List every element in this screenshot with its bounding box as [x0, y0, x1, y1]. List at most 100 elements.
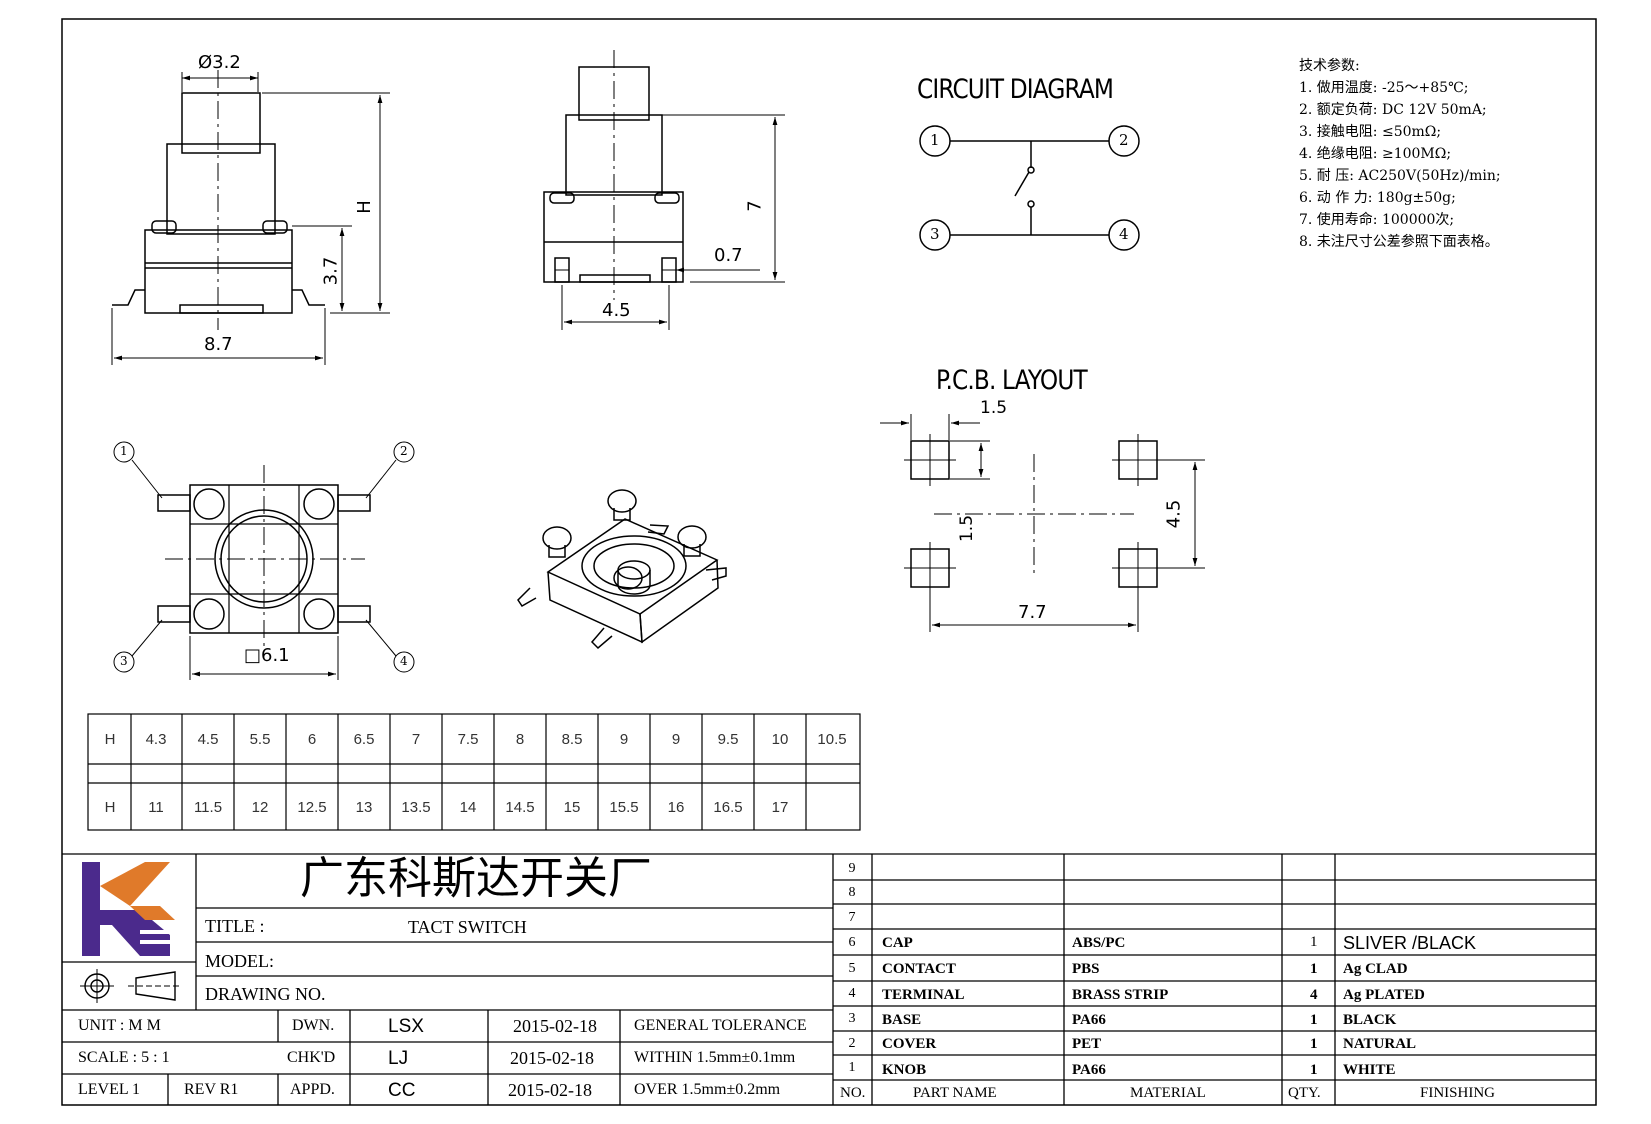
title-value: TACT SWITCH — [408, 917, 527, 937]
pcb-dim-1-5-side: 1.5 — [957, 514, 978, 543]
dim-0-7-label: 0.7 — [714, 245, 743, 266]
table-cell: 13.5 — [401, 799, 431, 816]
spec-item: 2. 额定负荷: DC 12V 50mA; — [1299, 102, 1487, 118]
bom-header-finishing: FINISHING — [1420, 1085, 1495, 1101]
table-cell: 7 — [411, 731, 421, 748]
chk-name: LJ — [388, 1048, 409, 1069]
bom-qty: 1 — [1310, 1036, 1318, 1052]
table-cell: 7.5 — [457, 731, 479, 748]
circuit-pin-4: 4 — [1119, 225, 1129, 243]
tolerance-title: GENERAL TOLERANCE — [634, 1017, 807, 1034]
circuit-pin-1: 1 — [930, 131, 940, 149]
unit-field: UNIT : M M — [78, 1017, 161, 1034]
dim-7-label: 7 — [744, 200, 766, 212]
spec-item: 8. 未注尺寸公差参照下面表格。 — [1299, 234, 1499, 250]
table-cell: 11 — [148, 799, 164, 816]
table-cell: 9 — [619, 731, 629, 748]
table-cell: 9.5 — [717, 731, 739, 748]
dim-4-5-label: 4.5 — [602, 300, 631, 321]
bom-header-part: PART NAME — [913, 1085, 997, 1101]
spec-item: 6. 动 作 力: 180g±50g; — [1299, 190, 1456, 206]
bom-part-name: COVER — [882, 1036, 937, 1052]
dim-6-1-label: □6.1 — [244, 645, 290, 666]
table-cell: 16 — [667, 799, 685, 816]
appd-date: 2015-02-18 — [508, 1080, 592, 1100]
company-name: 广东科斯达开关厂 — [300, 853, 652, 904]
table-cell: 10.5 — [817, 731, 847, 748]
bom-qty: 1 — [1310, 1062, 1318, 1078]
pcb-dim-1-5-top: 1.5 — [980, 398, 1008, 418]
level-field: LEVEL 1 — [78, 1081, 141, 1098]
bom-part-name: KNOB — [882, 1062, 927, 1078]
table-cell: H — [104, 731, 116, 748]
bom-row-number: 9 — [848, 861, 856, 876]
bom-material: BRASS STRIP — [1072, 987, 1169, 1003]
bom-finishing: NATURAL — [1343, 1036, 1417, 1052]
chk-date: 2015-02-18 — [510, 1048, 594, 1068]
scale-field: SCALE : 5 : 1 — [78, 1049, 170, 1066]
table-cell: 12 — [251, 799, 269, 816]
bom-qty: 1 — [1310, 961, 1318, 977]
top-view-pin-4: 4 — [400, 654, 408, 668]
rev-field: REV R1 — [184, 1081, 239, 1098]
model-label: MODEL: — [205, 951, 274, 971]
spec-item: 5. 耐 压: AC250V(50Hz)/min; — [1299, 168, 1501, 184]
table-cell: 4.3 — [145, 731, 167, 748]
bom-finishing: BLACK — [1343, 1012, 1397, 1028]
table-cell: 4.5 — [197, 731, 219, 748]
table-cell: 9 — [671, 731, 681, 748]
table-cell: 5.5 — [249, 731, 271, 748]
pcb-layout — [880, 414, 1205, 632]
bom-finishing: Ag CLAD — [1343, 961, 1408, 977]
bom-row-number: 1 — [848, 1060, 856, 1075]
tolerance-over: OVER 1.5mm±0.2mm — [634, 1081, 781, 1098]
bom-row-number: 2 — [848, 1036, 856, 1051]
spec-item: 7. 使用寿命: 100000次; — [1299, 212, 1455, 228]
isometric-view — [517, 489, 727, 650]
projection-symbol — [80, 969, 182, 1003]
dim-8-7-label: 8.7 — [204, 334, 233, 355]
table-cell: 16.5 — [713, 799, 743, 816]
table-cell: 13 — [355, 799, 373, 816]
company-logo — [82, 862, 175, 956]
pcb-dim-7-7: 7.7 — [1018, 602, 1047, 623]
side-view-front — [111, 70, 390, 365]
pcb-dim-4-5: 4.5 — [1163, 499, 1185, 529]
spec-item: 1. 做用温度: -25～+85℃; — [1299, 80, 1469, 96]
pcb-layout-title: P.C.B. LAYOUT — [936, 365, 1088, 396]
sheet-border — [61, 18, 1597, 1106]
dwn-date: 2015-02-18 — [513, 1016, 597, 1036]
bom-row-number: 6 — [848, 935, 856, 950]
dim-diameter-label: Ø3.2 — [198, 52, 241, 73]
bom-row-number: 3 — [848, 1011, 856, 1026]
top-view-pin-2: 2 — [400, 444, 408, 458]
table-cell: 14.5 — [505, 799, 535, 816]
table-cell: 14 — [459, 799, 477, 816]
appd-label: APPD. — [290, 1081, 335, 1098]
bom-material: PET — [1072, 1036, 1102, 1052]
dim-3-7-label: 3.7 — [320, 256, 342, 286]
table-cell: 11.5 — [193, 799, 223, 816]
bom-part-name: TERMINAL — [882, 987, 965, 1003]
top-view-pin-1: 1 — [120, 444, 128, 458]
dwn-name: LSX — [388, 1016, 424, 1037]
table-cell: 10 — [771, 731, 789, 748]
bom-header-no: NO. — [840, 1085, 866, 1101]
bom-material: PA66 — [1072, 1062, 1106, 1078]
bom-part-name: CONTACT — [882, 961, 956, 977]
table-cell: 6 — [307, 731, 317, 748]
dim-height-label: H — [353, 200, 375, 214]
table-cell: H — [104, 799, 116, 816]
bom-header-material: MATERIAL — [1130, 1085, 1206, 1101]
title-label: TITLE : — [205, 916, 265, 936]
bom-part-name: BASE — [882, 1012, 922, 1028]
circuit-diagram-title: CIRCUIT DIAGRAM — [917, 74, 1114, 105]
spec-item: 4. 绝缘电阻: ≥100MΩ; — [1299, 146, 1452, 162]
top-view-pin-3: 3 — [120, 654, 128, 668]
dwn-label: DWN. — [292, 1017, 335, 1034]
drawing-no-label: DRAWING NO. — [205, 984, 326, 1004]
table-cell: 15.5 — [609, 799, 639, 816]
bom-finishing: SLIVER /BLACK — [1343, 933, 1477, 953]
tolerance-within: WITHIN 1.5mm±0.1mm — [634, 1049, 796, 1066]
bom-part-name: CAP — [882, 935, 913, 951]
